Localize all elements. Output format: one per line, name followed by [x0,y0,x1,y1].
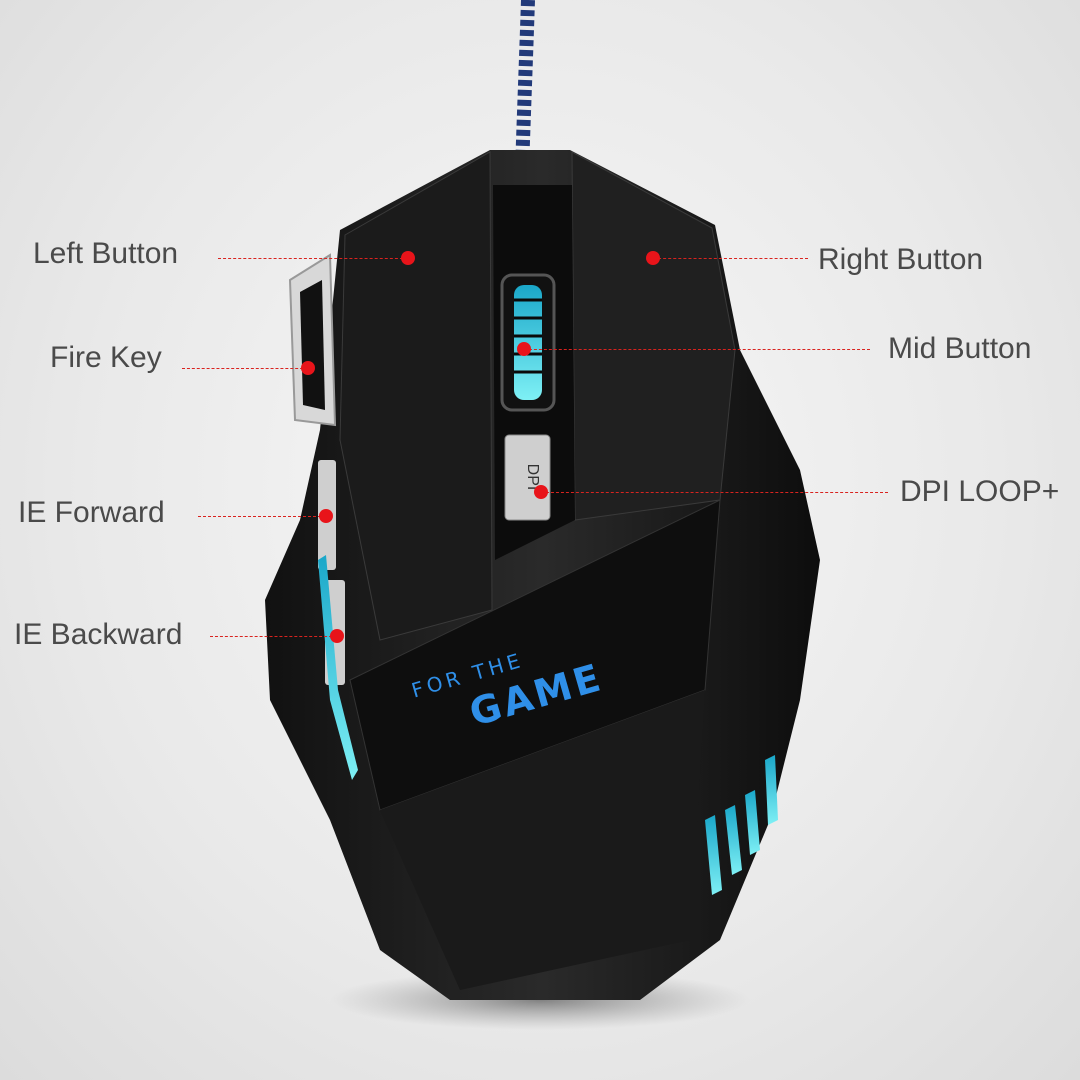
dpi-key-text: DPI [524,464,541,491]
fire-key-marker [301,361,315,375]
ie-forward-label: IE Forward [18,496,165,529]
left-glow-strip [318,555,358,780]
left-button-label: Left Button [33,237,179,270]
right-button-marker [646,251,660,265]
palm-lower [380,690,705,990]
cable [515,0,535,171]
right-button-shell [571,151,736,521]
ie-forward-leader [198,516,326,517]
ie-backward-marker [330,629,344,643]
dpi-loop-label: DPI LOOP+ [900,475,1060,508]
fire-key-leader [182,368,308,369]
ie-backward-leader [210,636,337,637]
mid-button-marker [517,342,531,356]
mid-button-label: Mid Button [888,332,1032,365]
dpi-loop-marker [534,485,548,499]
ie-backward-label: IE Backward [14,618,183,651]
mid-button-leader [524,349,870,350]
left-button-marker [401,251,415,265]
left-button-shell [339,151,493,641]
left-button-leader [218,258,408,259]
dpi-loop-leader [541,492,888,493]
right-button-label: Right Button [818,243,984,276]
fire-key-label: Fire Key [50,341,162,374]
fire-key-inner [300,280,325,410]
right-glow-strips [705,755,778,895]
ie-forward-marker [319,509,333,523]
right-button-leader [653,258,808,259]
